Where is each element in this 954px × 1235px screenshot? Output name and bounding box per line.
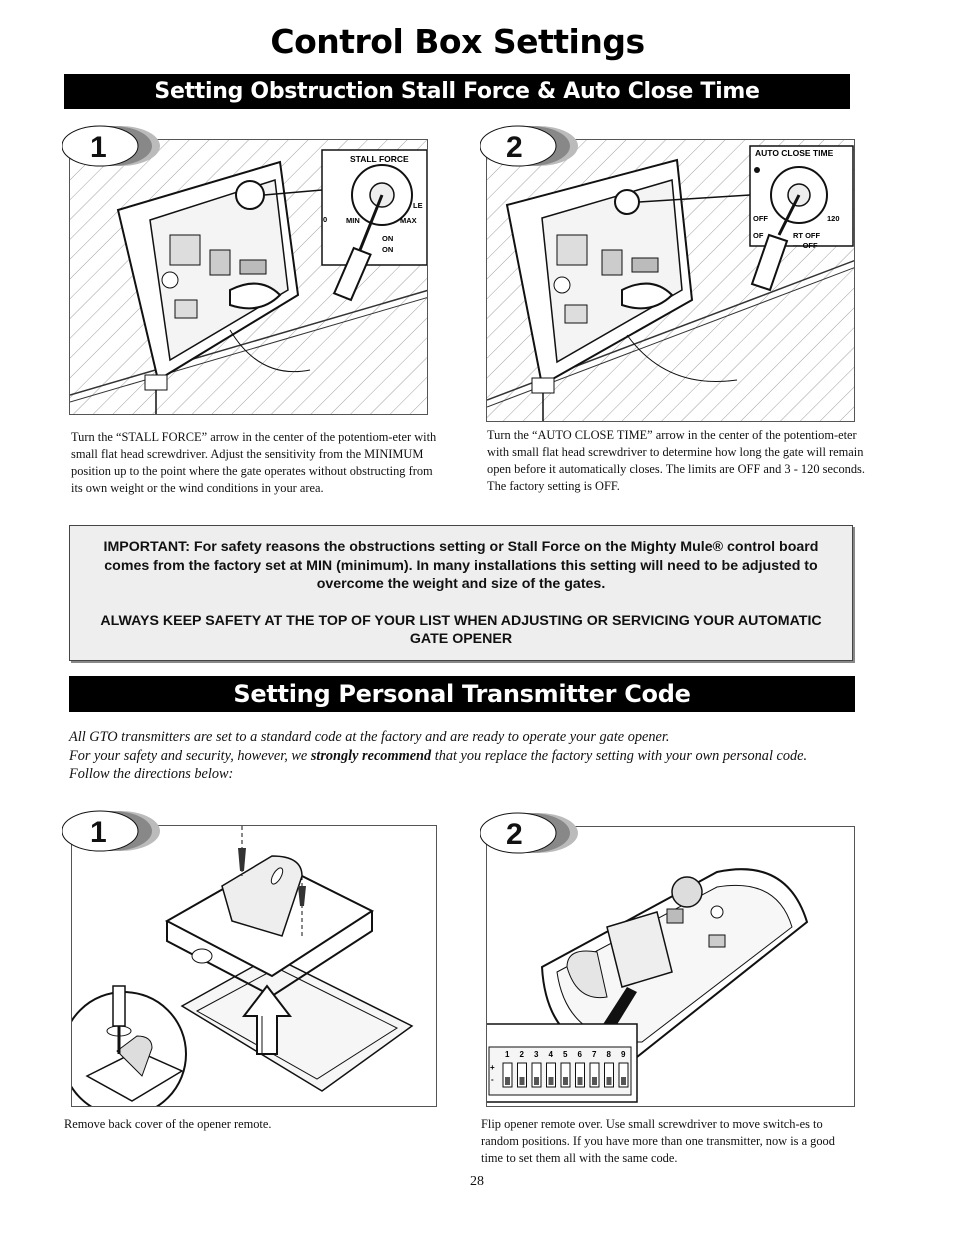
- step-2-badge: 2: [480, 125, 578, 167]
- label-120: 120: [827, 214, 840, 223]
- intro-line-2-pre: For your safety and security, however, w…: [69, 747, 311, 764]
- dip-number-1: 1: [505, 1050, 510, 1059]
- intro-line-2-emphasis: strongly recommend: [310, 747, 432, 764]
- transmitter-step-2-badge: 2: [480, 812, 578, 854]
- step-1-number: 1: [90, 131, 107, 164]
- dip-plus-label: +: [490, 1063, 495, 1072]
- dip-switch-knob-6: [577, 1077, 583, 1085]
- dip-number-6: 6: [578, 1050, 583, 1059]
- stall-force-illustration: STALL FORCE 0 MIN MAX ON ON LE: [69, 139, 428, 415]
- dip-switch-knob-5: [563, 1077, 568, 1085]
- dip-switch-caption: Flip opener remote over. Use small screw…: [481, 1117, 835, 1165]
- dip-switch-1[interactable]: [502, 1062, 513, 1088]
- dip-switch-8[interactable]: [604, 1062, 614, 1088]
- section-heading-transmitter-code: Setting Personal Transmitter Code: [69, 676, 855, 712]
- step-2-number: 2: [506, 131, 523, 164]
- important-notice: IMPORTANT: For safety reasons the obstru…: [69, 525, 853, 661]
- auto-close-illustration: AUTO CLOSE TIME OFF 120 OF RT OFF — OFF: [486, 139, 855, 422]
- auto-close-caption: Turn the “AUTO CLOSE TIME” arrow in the …: [487, 428, 865, 493]
- dip-switch-6[interactable]: [575, 1062, 585, 1088]
- label-rt-off: RT OFF: [793, 231, 820, 240]
- dip-switch-4[interactable]: [546, 1062, 556, 1088]
- label-zero: 0: [323, 215, 327, 224]
- important-paragraph-2: ALWAYS KEEP SAFETY AT THE TOP OF YOUR LI…: [100, 612, 822, 648]
- section-heading-stall-force: Setting Obstruction Stall Force & Auto C…: [64, 74, 850, 109]
- transmitter-step-1-badge: 1: [62, 810, 160, 852]
- label-max: MAX: [400, 216, 417, 225]
- label-on-1: ON: [382, 234, 393, 243]
- intro-line-1: All GTO transmitters are set to a standa…: [69, 729, 670, 745]
- label-off-2: — OFF: [793, 241, 818, 250]
- dip-minus-label: -: [491, 1075, 494, 1084]
- remove-cover-illustration: [71, 825, 437, 1107]
- intro-line-3: Follow the directions below:: [69, 766, 234, 783]
- page-title: Control Box Settings: [270, 22, 645, 61]
- dip-switch-9[interactable]: [618, 1062, 629, 1088]
- intro-line-2: For your safety and security, however, w…: [69, 747, 889, 766]
- dip-switch-knob-4: [548, 1077, 554, 1085]
- dip-switch-3[interactable]: [531, 1062, 542, 1088]
- dip-switch-knob-1: [505, 1077, 510, 1085]
- remove-cover-caption: Remove back cover of the opener remote.: [64, 1117, 272, 1131]
- important-paragraph-1: IMPORTANT: For safety reasons the obstru…: [103, 539, 819, 592]
- dip-number-7: 7: [592, 1050, 597, 1059]
- step-1-badge: 1: [62, 125, 160, 167]
- page-number: 28: [470, 1174, 484, 1189]
- dip-switch-5[interactable]: [560, 1062, 571, 1088]
- dip-number-5: 5: [563, 1050, 568, 1059]
- transmitter-step-2-number: 2: [506, 818, 523, 851]
- intro-line-2-post: that you replace the factory setting wit…: [431, 747, 808, 764]
- label-off: OFF: [753, 214, 768, 223]
- dip-switch-knob-8: [606, 1077, 612, 1085]
- remove-cover-drawing: [72, 826, 414, 1106]
- transmitter-intro: All GTO transmitters are set to a standa…: [69, 728, 889, 784]
- label-stall-force: STALL FORCE: [350, 154, 409, 164]
- label-of: OF: [753, 231, 764, 240]
- label-auto-close-time: AUTO CLOSE TIME: [755, 148, 834, 158]
- transmitter-step-1-number: 1: [90, 816, 107, 849]
- dip-number-8: 8: [607, 1050, 612, 1059]
- label-le: LE: [413, 201, 423, 210]
- stall-force-drawing: STALL FORCE 0 MIN MAX ON ON LE: [70, 140, 427, 414]
- label-on-2: ON: [382, 245, 393, 254]
- dip-switch-knob-3: [534, 1077, 539, 1085]
- auto-close-drawing: AUTO CLOSE TIME OFF 120 OF RT OFF — OFF: [487, 140, 854, 421]
- dip-switch-knob-7: [592, 1077, 597, 1085]
- dip-number-2: 2: [520, 1050, 525, 1059]
- label-min: MIN: [346, 216, 360, 225]
- dip-number-3: 3: [534, 1050, 539, 1059]
- dip-number-4: 4: [549, 1050, 554, 1059]
- dip-switch-7[interactable]: [589, 1062, 600, 1088]
- dip-switch-knob-2: [519, 1077, 525, 1085]
- dip-number-9: 9: [621, 1050, 626, 1059]
- dip-switch-knob-9: [621, 1077, 626, 1085]
- dip-switch-2[interactable]: [517, 1062, 527, 1088]
- stall-force-caption: Turn the “STALL FORCE” arrow in the cent…: [71, 430, 437, 495]
